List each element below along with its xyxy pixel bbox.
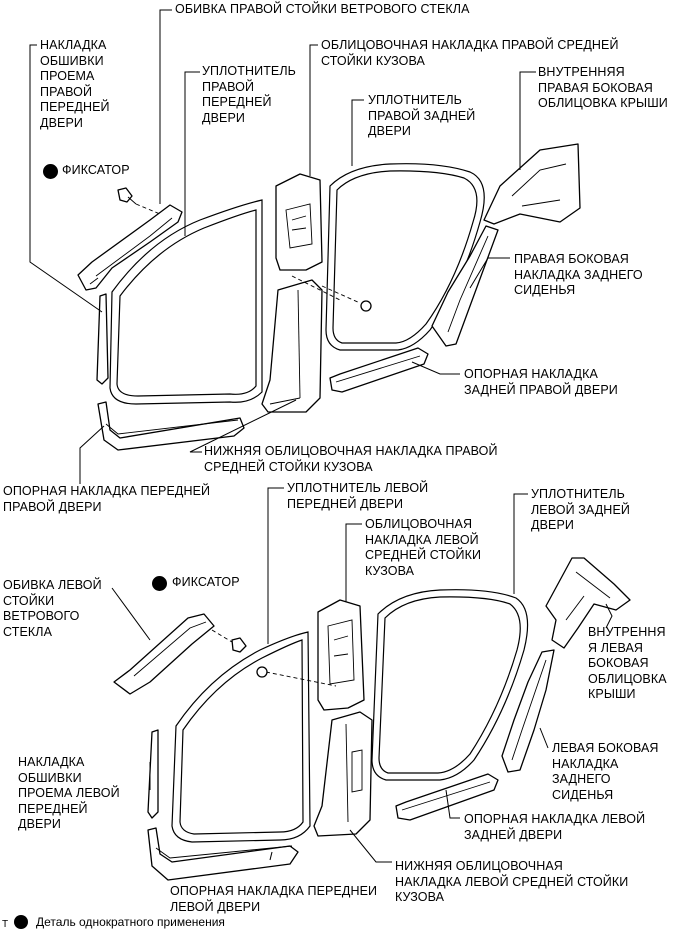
lh-windshield-pillar-garnish-part [113, 613, 215, 695]
leader-lines [29, 9, 613, 863]
label-lh-center-pillar-upper: ОБЛИЦОВОЧНАЯ НАКЛАДКА ЛЕВОЙ СРЕДНЕЙ СТОЙ… [365, 517, 482, 578]
label-lh-rear-door-weatherstrip: УПЛОТНИТЕЛЬ ЛЕВОЙ ЗАДНЕЙ ДВЕРИ [531, 487, 630, 532]
clip-bottom-part [211, 629, 247, 653]
label-rh-windshield-pillar-garnish: ОБИВКА ПРАВОЙ СТОЙКИ ВЕТРОВОГО СТЕКЛА [175, 2, 470, 16]
rh-rear-door-scuff-part [329, 347, 429, 393]
label-clip-bottom: ФИКСАТОР [172, 575, 240, 589]
rh-front-door-scuff-part [97, 401, 245, 451]
label-rh-center-pillar-upper: ОБЛИЦОВОЧНАЯ НАКЛАДКА ПРАВОЙ СРЕДНЕЙ СТО… [321, 38, 619, 68]
rh-center-pillar-screw [291, 275, 372, 312]
label-lh-front-door-scuff: ОПОРНАЯ НАКЛАДКА ПЕРЕДНЕИ ЛЕВОЙ ДВЕРИ [170, 884, 378, 914]
lh-rear-door-weatherstrip-part [371, 589, 529, 781]
label-rh-front-door-opening-trim: НАКЛАДКА ОБШИВКИ ПРОЕМА ПРАВОЙ ПЕРЕДНЕЙ … [40, 38, 110, 130]
label-rh-rear-seat-side-garnish: ПРАВАЯ БОКОВАЯ НАКЛАДКА ЗАДНЕГО СИДЕНЬЯ [514, 252, 643, 297]
lh-front-door-scuff-part [147, 827, 299, 881]
lh-front-door-weatherstrip-part [171, 631, 311, 843]
rh-center-pillar-lower-part [261, 279, 323, 413]
one-time-use-dot-icon [14, 915, 28, 929]
legend: T Деталь однократного применения [2, 914, 302, 932]
legend-marker: T [2, 919, 9, 930]
lh-rear-seat-side-garnish-part [501, 649, 555, 773]
rh-front-door-weatherstrip-part [109, 199, 263, 405]
label-lh-rear-seat-side-garnish: ЛЕВАЯ БОКОВАЯ НАКЛАДКА ЗАДНЕГО СИДЕНЬЯ [552, 741, 659, 802]
rh-rear-door-weatherstrip-part [325, 163, 485, 351]
rh-roof-side-inner-part [483, 143, 581, 225]
label-clip-top: ФИКСАТОР [62, 163, 130, 177]
label-lh-front-door-weatherstrip: УПЛОТНИТЕЛЬ ЛЕВОЙ ПЕРЕДНЕЙ ДВЕРИ [287, 481, 429, 511]
label-rh-front-door-scuff: ОПОРНАЯ НАКЛАДКА ПЕРЕДНЕЙ ПРАВОЙ ДВЕРИ [3, 484, 211, 514]
rh-center-pillar-upper-part [275, 173, 323, 271]
label-lh-roof-side-inner: ВНУТРЕННЯ Я ЛЕВАЯ БОКОВАЯ ОБЛИЦОВКА КРЫШ… [588, 625, 667, 701]
lh-roof-side-inner-part [545, 557, 631, 649]
label-rh-front-door-weatherstrip: УПЛОТНИТЕЛЬ ПРАВОЙ ПЕРЕДНЕЙ ДВЕРИ [202, 64, 296, 125]
lh-front-door-opening-trim-part [147, 729, 159, 819]
label-lh-center-pillar-lower: НИЖНЯЯ ОБЛИЦОВОЧНАЯ НАКЛАДКА ЛЕВОЙ СРЕДН… [395, 859, 629, 904]
label-rh-roof-side-inner: ВНУТРЕННЯЯ ПРАВАЯ БОКОВАЯ ОБЛИЦОВКА КРЫШ… [538, 65, 668, 110]
one-time-use-dot-icon [43, 164, 58, 179]
one-time-use-dot-icon [152, 576, 167, 591]
label-lh-rear-door-scuff: ОПОРНАЯ НАКЛАДКА ЛЕВОЙ ЗАДНЕЙ ДВЕРИ [464, 812, 646, 842]
lh-center-pillar-lower-part [313, 711, 373, 837]
legend-text: Деталь однократного применения [36, 915, 225, 929]
label-rh-rear-door-weatherstrip: УПЛОТНИТЕЛЬ ПРАВОЙ ЗАДНЕЙ ДВЕРИ [368, 93, 476, 138]
rh-rear-seat-side-garnish-part [431, 225, 499, 347]
rh-windshield-pillar-garnish-part [77, 204, 183, 291]
label-lh-front-door-opening-trim: НАКЛАДКА ОБШИВКИ ПРОЕМА ЛЕВОЙ ПЕРЕДНЕЙ Д… [18, 755, 120, 831]
label-lh-windshield-pillar-garnish: ОБИВКА ЛЕВОЙ СТОЙКИ ВЕТРОВОГО СТЕКЛА [3, 578, 102, 639]
clip-top-part [117, 187, 161, 215]
label-rh-rear-door-scuff: ОПОРНАЯ НАКЛАДКА ЗАДНЕЙ ПРАВОЙ ДВЕРИ [464, 367, 618, 397]
rh-front-door-opening-trim-part [96, 293, 109, 385]
lh-center-pillar-upper-part [256, 599, 365, 711]
label-rh-center-pillar-lower: НИЖНЯЯ ОБЛИЦОВОЧНАЯ НАКЛАДКА ПРАВОЙ СРЕД… [204, 444, 498, 474]
